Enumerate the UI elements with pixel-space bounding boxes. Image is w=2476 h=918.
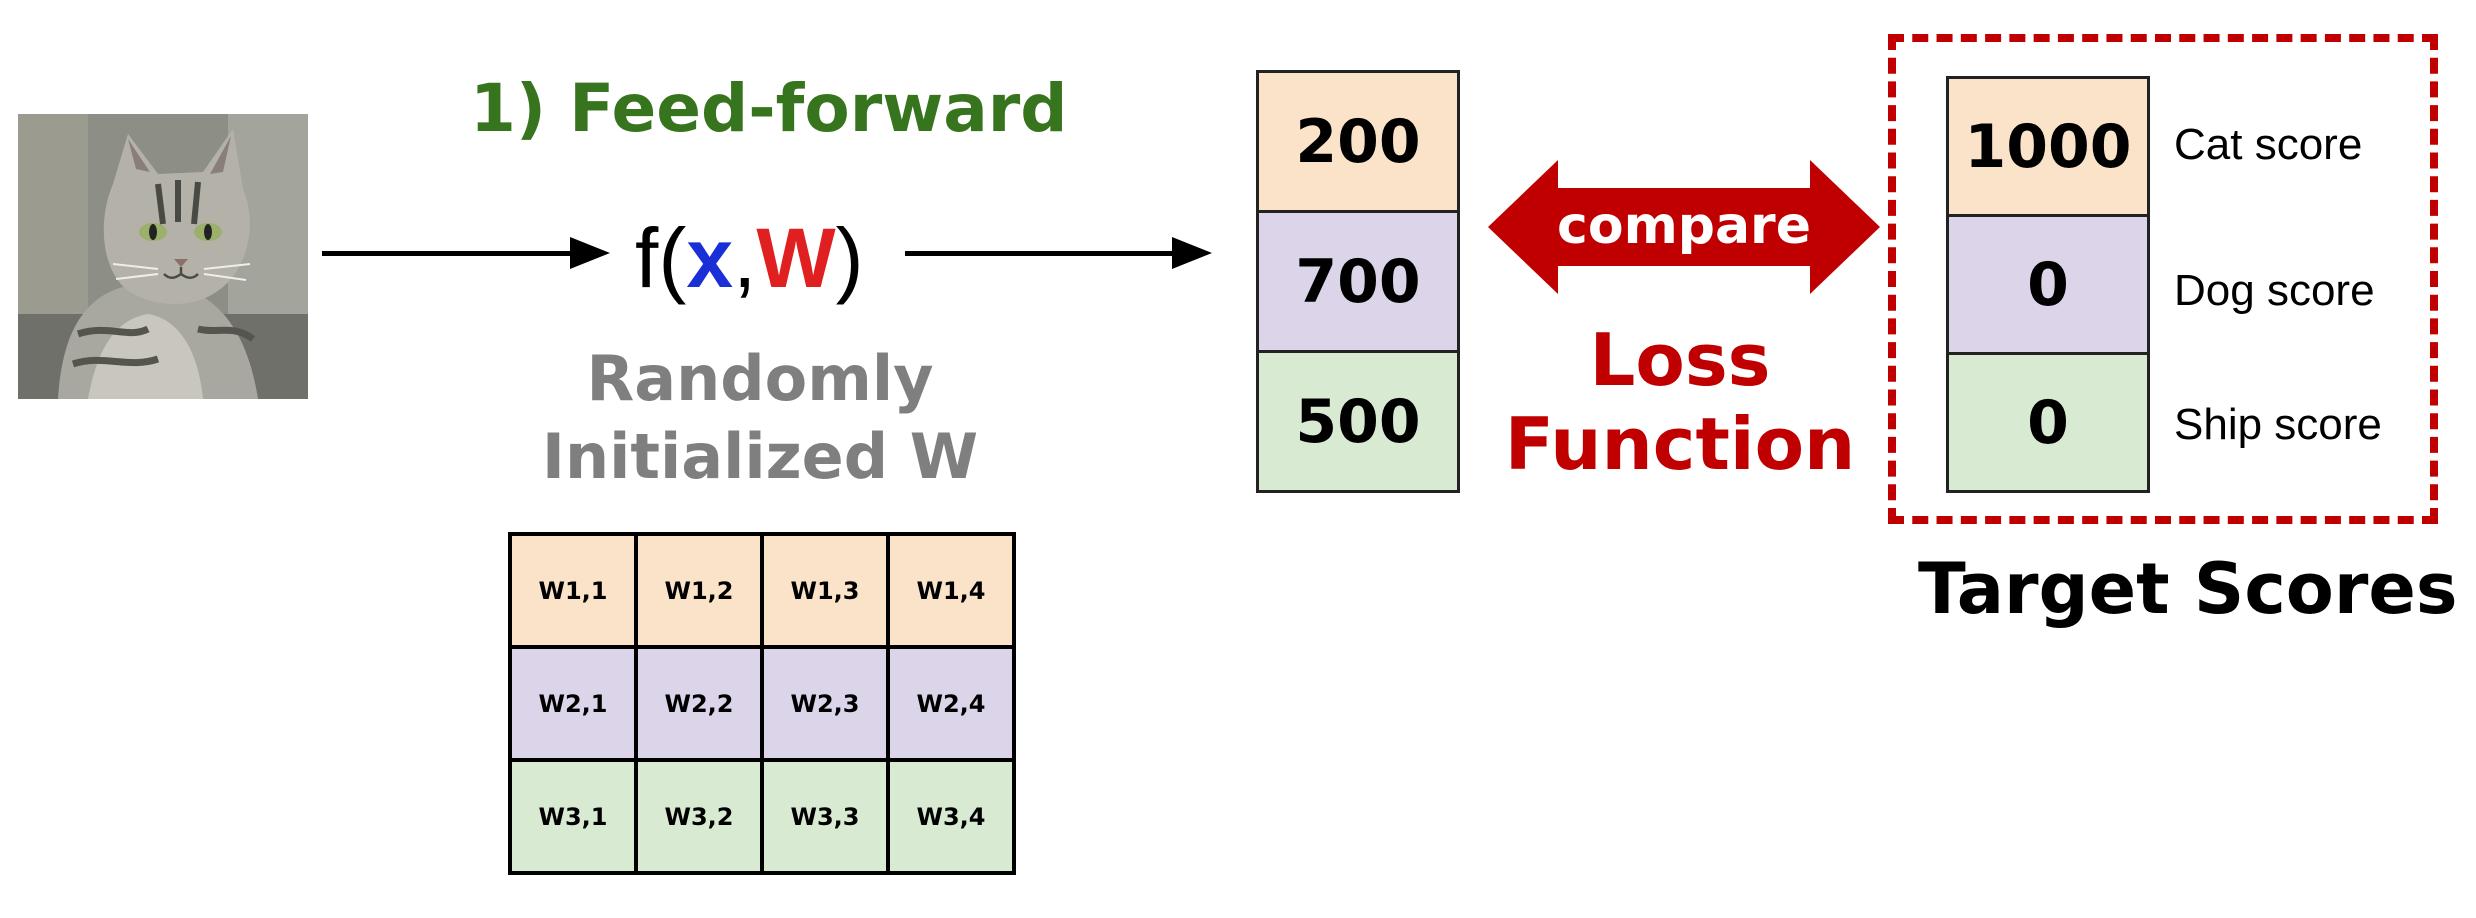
weight-cell: W1,4 <box>886 532 1016 649</box>
arrow-to-outputs-head <box>1172 237 1212 269</box>
target-scores-title: Target Scores <box>1918 548 2458 630</box>
weight-cell: W3,4 <box>886 758 1016 875</box>
target-scores-box <box>1888 34 2438 524</box>
weight-cell: W1,2 <box>634 532 764 649</box>
step-title: 1) Feed-forward <box>470 70 1068 147</box>
target-score-ship: 0 <box>1946 352 2150 493</box>
weight-cell: W3,1 <box>508 758 638 875</box>
output-score-ship: 500 <box>1256 350 1460 493</box>
cat-image <box>18 114 308 399</box>
weight-cell: W2,4 <box>886 645 1016 762</box>
arrow-to-function-line <box>322 251 572 256</box>
target-scores: 1000 0 0 <box>1946 76 2150 493</box>
target-score-cat: 1000 <box>1946 76 2150 217</box>
output-score-dog: 700 <box>1256 210 1460 353</box>
arrow-to-function-head <box>570 237 610 269</box>
output-scores: 200 700 500 <box>1256 70 1460 493</box>
loss-function-label: Loss Function <box>1470 318 1890 486</box>
formula-f-open: f( <box>635 211 687 305</box>
formula-close: ) <box>835 211 864 305</box>
output-score-cat: 200 <box>1256 70 1460 213</box>
loss-label-line2: Function <box>1504 402 1856 486</box>
score-name-dog: Dog score <box>2174 266 2375 315</box>
random-init-label: Randomly Initialized W <box>520 340 1000 496</box>
weight-cell: W3,3 <box>760 758 890 875</box>
weight-cell: W1,1 <box>508 532 638 649</box>
weight-cell: W2,3 <box>760 645 890 762</box>
weight-row: W1,1 W1,2 W1,3 W1,4 <box>508 532 1016 649</box>
score-name-cat: Cat score <box>2174 120 2363 169</box>
weight-cell: W1,3 <box>760 532 890 649</box>
weight-cell: W2,1 <box>508 645 638 762</box>
random-init-line2: Initialized W <box>541 420 979 493</box>
loss-label-line1: Loss <box>1589 318 1771 402</box>
weight-matrix: W1,1 W1,2 W1,3 W1,4 W2,1 W2,2 W2,3 W2,4 … <box>508 532 1016 875</box>
formula-x: x <box>686 211 734 305</box>
weight-cell: W2,2 <box>634 645 764 762</box>
weight-row: W2,1 W2,2 W2,3 W2,4 <box>508 645 1016 762</box>
formula-comma: , <box>733 211 757 305</box>
score-name-ship: Ship score <box>2174 400 2382 449</box>
target-score-dog: 0 <box>1946 214 2150 355</box>
weight-row: W3,1 W3,2 W3,3 W3,4 <box>508 758 1016 875</box>
arrow-to-outputs-line <box>905 251 1175 256</box>
weight-cell: W3,2 <box>634 758 764 875</box>
compare-double-arrow <box>1488 160 1880 294</box>
formula-w: W <box>756 211 836 305</box>
random-init-line1: Randomly <box>586 342 934 415</box>
function-formula: f(x,W) <box>635 210 864 307</box>
compare-label: compare <box>1557 196 1811 256</box>
